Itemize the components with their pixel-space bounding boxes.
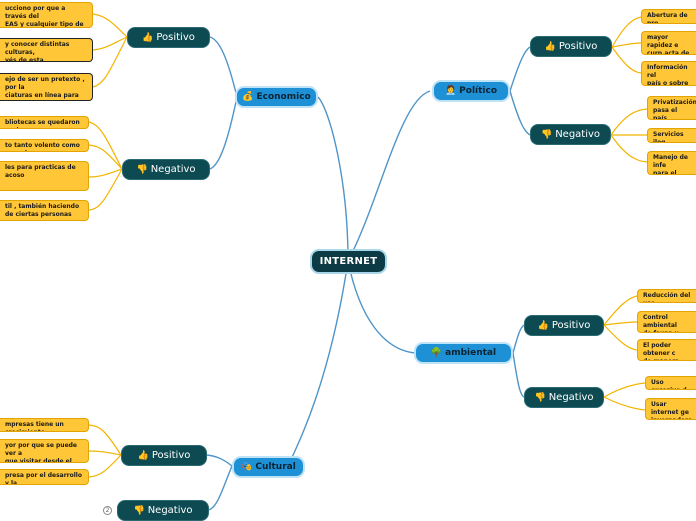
leaf-cultural-positivo-1[interactable]: mpresas tiene un crecimiento [0,418,89,432]
topic-cultural-label: Cultural [255,462,296,472]
central-topic-label: INTERNET [319,256,378,267]
cultural-positivo-label: Positivo [151,450,191,461]
topic-politico-label: Político [459,86,498,96]
leaf-economico-negativo-4[interactable]: til , también haciendo de ciertas person… [0,200,89,221]
leaf-politico-positivo-3[interactable]: Información rel país o sobre le [641,61,696,86]
leaf-politico-positivo-1[interactable]: Abertura de pro [641,9,696,24]
leaf-cultural-positivo-2[interactable]: yor por que se puede ver a que visitar d… [0,439,89,463]
thumbs-up-icon: 👍 [142,32,154,43]
ambiental-negativo-label: Negativo [548,392,594,403]
politico-positivo[interactable]: 👍 Positivo [530,36,612,57]
topic-economico[interactable]: 💰 Economico [235,86,318,108]
economico-negativo-label: Negativo [150,164,196,175]
leaf-politico-negativo-3[interactable]: Manejo de infe para el bien d [647,151,696,175]
money-bag-icon: 💰 [242,92,254,102]
ambiental-negativo[interactable]: 👎 Negativo [524,387,604,408]
leaf-economico-positivo-2[interactable]: y conocer distintas culturas, vés de est… [0,38,93,62]
thumbs-up-icon: 👍 [137,450,149,461]
topic-ambiental-label: ambiental [445,348,497,358]
politico-negativo[interactable]: 👎 Negativo [530,124,611,145]
ambiental-positivo[interactable]: 👍 Positivo [524,315,604,336]
politician-icon: 🧑‍💼 [444,86,457,96]
central-topic[interactable]: INTERNET [310,249,387,274]
leaf-economico-negativo-3[interactable]: les para practicas de acoso [0,161,89,191]
ambiental-positivo-label: Positivo [551,320,591,331]
thumbs-down-icon: 👎 [136,164,148,175]
leaf-ambiental-positivo-1[interactable]: Reducción del uso [637,289,696,303]
politico-positivo-label: Positivo [558,41,598,52]
economico-positivo-label: Positivo [156,32,195,43]
leaf-ambiental-negativo-1[interactable]: Uso excesivo d [645,376,696,390]
topic-cultural[interactable]: 🎭 Cultural [232,456,305,478]
leaf-economico-positivo-1[interactable]: ucciono por que a través del EAS y cualq… [0,2,93,28]
economico-negativo[interactable]: 👎 Negativo [122,159,210,180]
leaf-ambiental-positivo-3[interactable]: El poder obtener c de manera sustent [637,339,696,361]
leaf-ambiental-negativo-2[interactable]: Usar internet ge invernadero de [645,398,696,420]
leaf-ambiental-positivo-2[interactable]: Control ambiental de fauna y flora [637,311,696,333]
cultural-negativo[interactable]: 👎 Negativo [117,500,209,521]
economico-positivo[interactable]: 👍 Positivo [127,27,210,48]
thumbs-down-icon: 👎 [540,129,553,140]
leaf-politico-negativo-1[interactable]: Privatización pasa el país [647,96,696,120]
thumbs-up-icon: 👍 [537,320,549,331]
culture-icon: 🎭 [241,462,253,472]
thumbs-up-icon: 👍 [544,41,556,52]
topic-ambiental[interactable]: 🌳 ambiental [414,342,513,364]
topic-economico-label: Economico [256,92,311,102]
leaf-economico-negativo-1[interactable]: bliotecas se quedaron vacias [0,116,89,129]
leaf-cultural-positivo-3[interactable]: presa por el desarrollo y la [0,469,89,485]
politico-negativo-label: Negativo [555,129,601,140]
cultural-negativo-label: Negativo [147,505,193,516]
leaf-economico-positivo-3[interactable]: ejo de ser un pretexto , por la ciaturas… [0,73,93,101]
leaf-politico-positivo-2[interactable]: mayor rapidez e curp,acta de na [641,31,696,55]
leaf-economico-negativo-2[interactable]: to tanto volento como sexual [0,139,89,152]
thumbs-down-icon: 👎 [133,505,145,516]
thumbs-down-icon: 👎 [534,392,546,403]
cultural-positivo[interactable]: 👍 Positivo [121,445,207,466]
topic-politico[interactable]: 🧑‍💼 Político [432,80,510,102]
leaf-politico-negativo-2[interactable]: Servicios ileg [647,128,696,143]
tree-icon: 🌳 [430,348,443,358]
collapsed-count-badge[interactable]: 2 [103,506,112,515]
